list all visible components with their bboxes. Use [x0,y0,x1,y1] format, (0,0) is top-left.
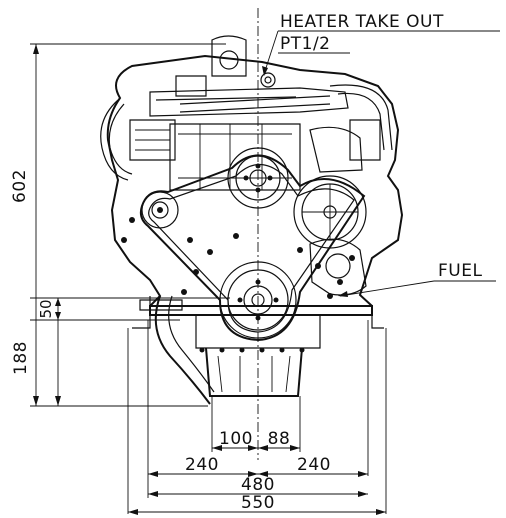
dim-upper-offset: 50 [37,299,55,318]
horizontal-dimensions: 100 88 240 240 480 550 [127,320,387,515]
callout-fuel: FUEL [438,261,482,281]
dim-left-center-offset: 100 [219,429,253,449]
engine-body [100,35,404,316]
dim-mount-width: 480 [241,475,275,495]
dim-crank-to-bottom: 188 [11,341,31,375]
dim-half-mount-right: 240 [297,455,331,475]
oil-pan [132,295,384,405]
vertical-dimensions: 602 50 188 [10,43,230,407]
belt-drive [121,147,367,342]
dim-half-mount-left: 240 [185,455,219,475]
dim-overall-width: 550 [241,493,275,513]
dim-total-height: 602 [10,169,30,203]
callout-heater-take-out: HEATER TAKE OUT [280,12,444,32]
callouts: HEATER TAKE OUT PT1/2 FUEL [262,12,500,297]
dim-right-center-offset: 88 [268,429,291,449]
callout-heater-thread: PT1/2 [280,34,331,54]
